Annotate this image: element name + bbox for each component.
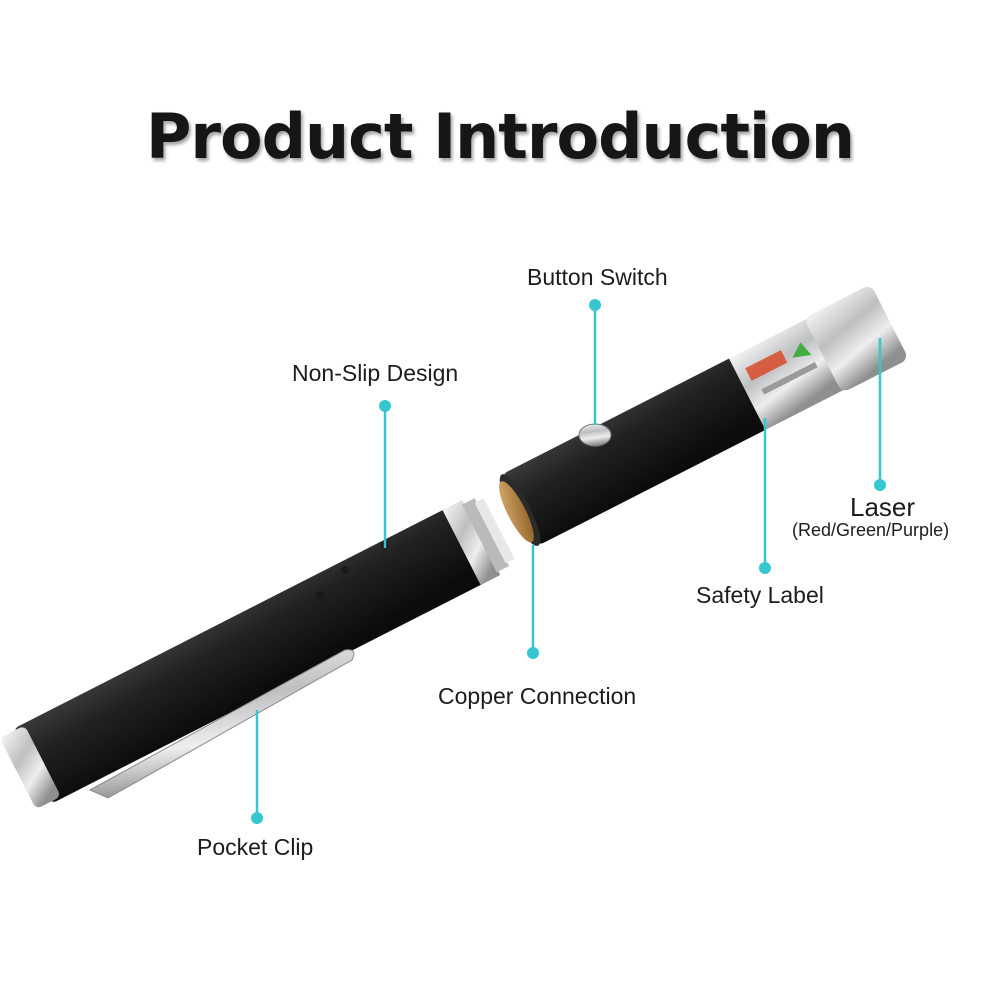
laser-colors-label: (Red/Green/Purple) [792,520,950,540]
button-switch-label: Button Switch [527,264,668,290]
page-title: Product Introduction [145,100,855,173]
pocket-clip-label: Pocket Clip [197,834,314,860]
button-switch [578,423,612,447]
non-slip-design-label: Non-Slip Design [292,360,459,386]
callout-lines [251,299,886,824]
laser-label: Laser [850,492,916,522]
lower-body [1,498,515,808]
safety-label-label: Safety Label [696,582,824,608]
non-slip-dots [316,541,439,629]
upper-body [499,286,907,546]
copper-connection-label: Copper Connection [438,683,637,709]
pocket-clip [88,649,355,799]
